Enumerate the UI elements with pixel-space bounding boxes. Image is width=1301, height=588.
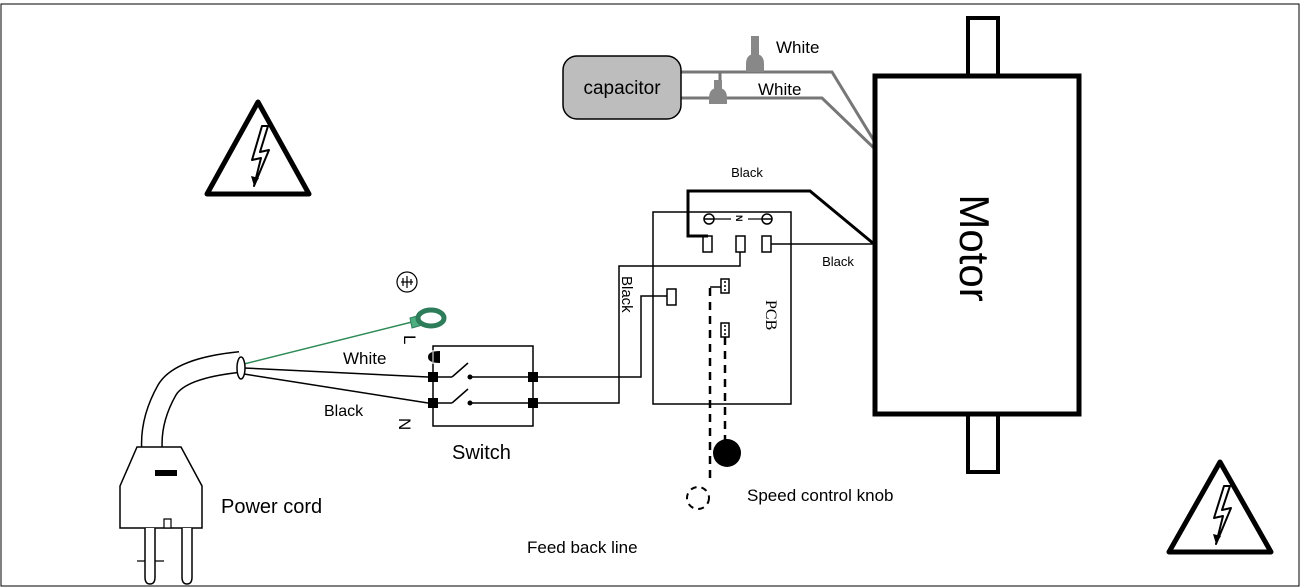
power-cord (140, 351, 246, 451)
cord-wires (243, 321, 429, 404)
feedback-line (686, 288, 727, 510)
ground-lug (409, 307, 447, 329)
black-wires (533, 189, 876, 404)
pcb-terminal (666, 288, 677, 306)
wire-label-white: White (776, 38, 819, 57)
pcb: PCB N (652, 211, 792, 405)
live-mark: L (400, 335, 419, 344)
pcb-connector (720, 322, 730, 338)
power-cord-label: Power cord (221, 496, 322, 518)
switch-label: Switch (452, 442, 511, 464)
pcb-label: PCB (762, 300, 779, 330)
wire-label-black: Black (822, 254, 854, 269)
high-voltage-warning-icon (204, 99, 312, 197)
pcb-n-label: N (734, 215, 744, 222)
feedback-end-circle (686, 486, 710, 510)
speed-knob-label: Speed control knob (747, 486, 894, 505)
wire-label-white: White (758, 80, 801, 99)
power-plug (119, 446, 203, 585)
speed-control-knob (713, 439, 741, 467)
wire-label-white: White (343, 349, 386, 368)
feedback-label: Feed back line (527, 538, 638, 557)
diagram-frame (0, 3, 1300, 587)
wire-connector-icon (746, 36, 764, 72)
pcb-connector (710, 278, 730, 294)
pcb-terminal (735, 235, 746, 253)
motor-label: Motor (951, 194, 998, 301)
pcb-terminal (702, 235, 713, 253)
wire-label-black: Black (618, 276, 635, 313)
switch (428, 345, 538, 427)
pcb-terminal (761, 235, 772, 253)
capacitor (562, 55, 682, 120)
high-voltage-warning-icon (1166, 459, 1274, 555)
neutral-mark: N (395, 418, 414, 430)
motor: Motor (872, 16, 1082, 474)
wire-label-black: Black (324, 403, 364, 420)
wire-connector-icon (709, 80, 727, 104)
ground-symbol-icon (396, 271, 418, 293)
capacitor-label: capacitor (583, 78, 661, 99)
wire-label-black: Black (731, 165, 763, 180)
